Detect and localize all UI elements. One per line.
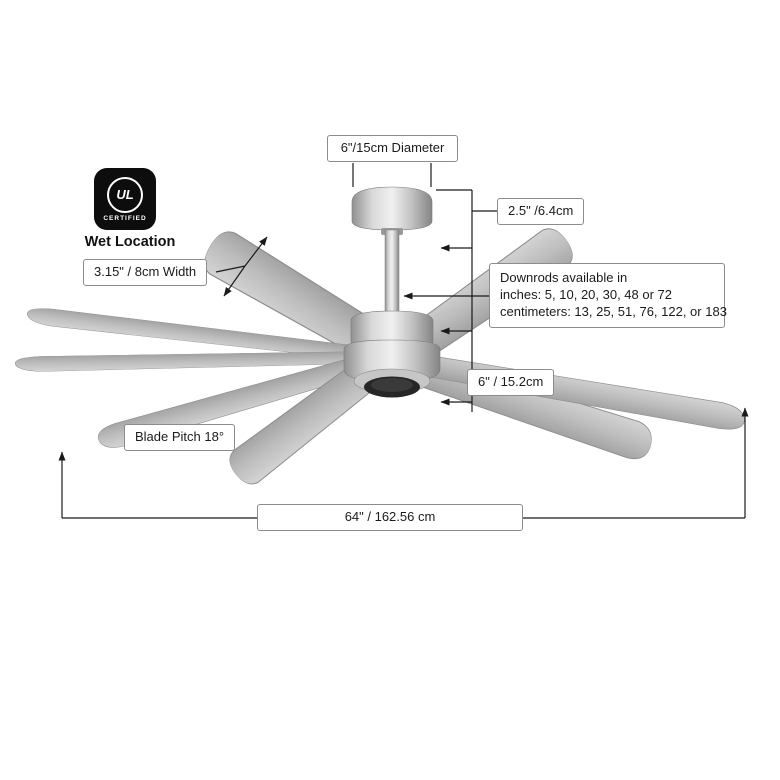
downrods-line-3: centimeters: 13, 25, 51, 76, 122, or 183	[500, 303, 727, 319]
fan-downrod	[384, 229, 400, 323]
downrods-line-2: inches: 5, 10, 20, 30, 48 or 72	[500, 286, 673, 302]
canopy-diameter-label: 6"/15cm Diameter	[327, 135, 458, 162]
ul-certified-badge: UL CERTIFIED	[94, 168, 156, 230]
blade-width-connector	[215, 265, 246, 273]
blade-width-arrow-up	[244, 236, 268, 267]
ul-certified-label: CERTIFIED	[103, 214, 147, 222]
blade-pitch-label: Blade Pitch 18°	[124, 424, 236, 451]
ul-logo-text: UL	[116, 187, 134, 202]
fan-canopy	[351, 186, 433, 235]
blade-width-arrow-down	[223, 265, 246, 297]
downrods-line-1: Downrods available in	[500, 270, 628, 285]
dimension-lines	[58, 163, 749, 519]
canopy-height-label: 2.5" /6.4cm	[497, 198, 585, 225]
downrods-label: Downrods available in inches: 5, 10, 20,…	[489, 263, 727, 328]
ul-logo-icon: UL	[107, 176, 143, 213]
blade-width-label: 3.15" / 8cm Width	[83, 259, 208, 286]
light-kit-cap-highlight	[371, 378, 413, 392]
fan-motor	[343, 310, 441, 398]
motor-height-label: 6" / 15.2cm	[467, 369, 555, 396]
wet-location-label: Wet Location	[84, 234, 176, 250]
overall-width-label: 64" / 162.56 cm	[257, 504, 523, 531]
